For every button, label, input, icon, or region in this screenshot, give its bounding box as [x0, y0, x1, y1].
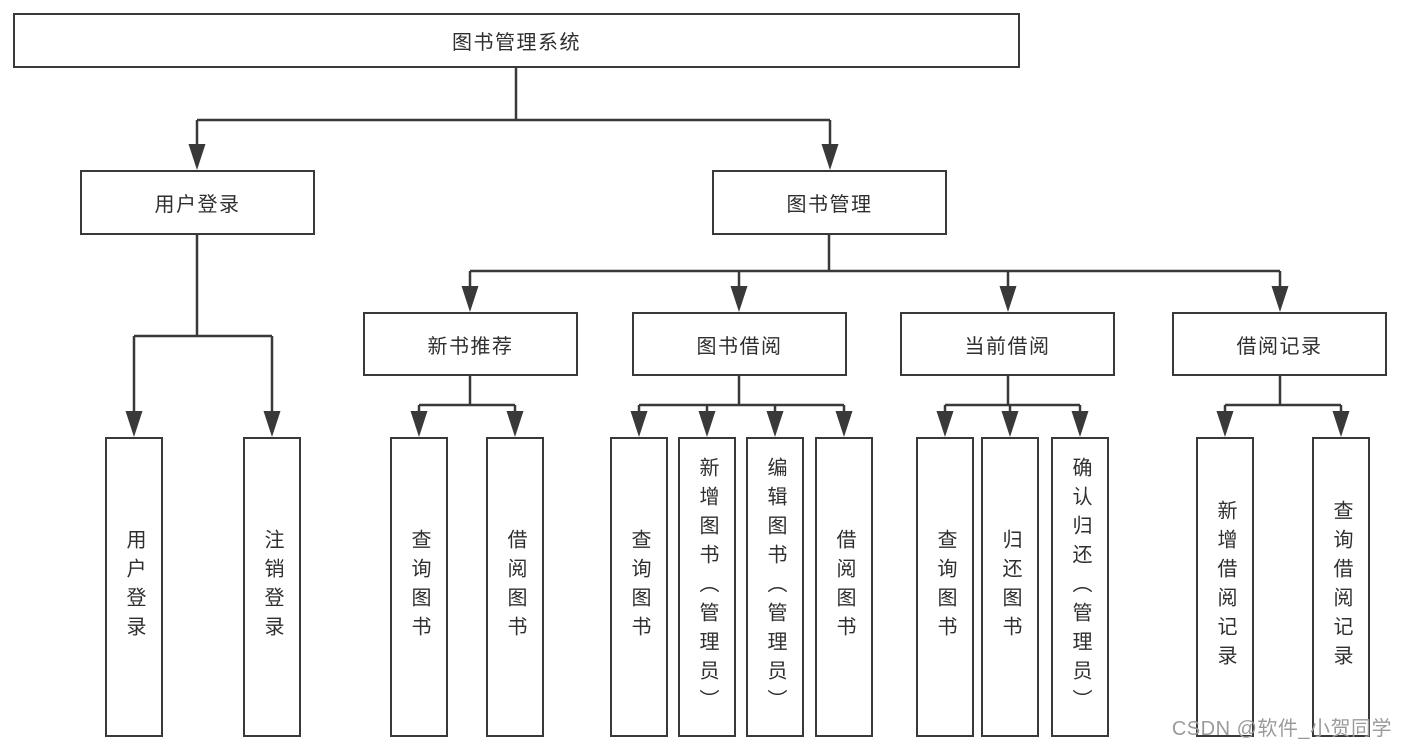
- node-label: 图书借阅: [696, 335, 783, 358]
- connector-user-login-children: [125, 235, 281, 437]
- arrowhead-down-icon: [821, 144, 839, 170]
- node-label: 当前借阅: [964, 335, 1051, 358]
- connector-book-borrowing-children: [630, 376, 853, 437]
- node-label: 查询图书: [934, 529, 956, 645]
- node-label: 新书推荐: [427, 335, 514, 358]
- arrowhead-down-icon: [461, 286, 479, 312]
- connector-book-management-children: [461, 235, 1289, 312]
- connector-borrowing-records-children: [1216, 376, 1350, 437]
- node-label: 图书管理系统: [452, 32, 581, 54]
- node-label: 注销登录: [261, 529, 283, 645]
- arrowhead-down-icon: [125, 411, 143, 437]
- connector-root-to-level2: [188, 68, 839, 170]
- leaf-user-login: 用户登录: [105, 437, 163, 737]
- node-label: 查询借阅记录: [1330, 500, 1352, 674]
- leaf-query-books-borrowing: 查询图书: [610, 437, 668, 737]
- leaf-add-borrow-record: 新增借阅记录: [1196, 437, 1254, 737]
- leaf-confirm-return-admin: 确认归还（管理员）: [1051, 437, 1109, 737]
- leaf-borrow-books-recommend: 借阅图书: [486, 437, 544, 737]
- arrowhead-down-icon: [1071, 411, 1089, 437]
- connector-new-book-recommendation-children: [410, 376, 524, 437]
- leaf-query-books-recommend: 查询图书: [390, 437, 448, 737]
- node-label: 图书管理: [786, 194, 873, 216]
- leaf-return-books: 归还图书: [981, 437, 1039, 737]
- arrowhead-down-icon: [410, 411, 428, 437]
- leaf-borrow-books-borrowing: 借阅图书: [815, 437, 873, 737]
- arrowhead-down-icon: [1216, 411, 1234, 437]
- arrowhead-down-icon: [835, 411, 853, 437]
- leaf-add-books-admin: 新增图书（管理员）: [678, 437, 736, 737]
- csdn-watermark: CSDN @软件_小贺同学: [1171, 718, 1392, 740]
- node-book-management: 图书管理: [712, 170, 947, 235]
- arrowhead-down-icon: [188, 144, 206, 170]
- connector-current-borrowing-children: [936, 376, 1089, 437]
- arrowhead-down-icon: [936, 411, 954, 437]
- node-label: 借阅图书: [504, 529, 526, 645]
- arrowhead-down-icon: [506, 411, 524, 437]
- node-book-borrowing: 图书借阅: [632, 312, 847, 376]
- node-label: 查询图书: [408, 529, 430, 645]
- leaf-query-borrow-record: 查询借阅记录: [1312, 437, 1370, 737]
- node-label: 编辑图书（管理员）: [764, 456, 786, 718]
- node-label: 查询图书: [628, 529, 650, 645]
- node-borrowing-records: 借阅记录: [1172, 312, 1387, 376]
- leaf-query-books-current: 查询图书: [916, 437, 974, 737]
- arrowhead-down-icon: [263, 411, 281, 437]
- node-label: 用户登录: [123, 529, 145, 645]
- node-current-borrowing: 当前借阅: [900, 312, 1115, 376]
- node-label: 新增借阅记录: [1214, 500, 1236, 674]
- arrowhead-down-icon: [698, 411, 716, 437]
- arrowhead-down-icon: [1001, 411, 1019, 437]
- leaf-edit-books-admin: 编辑图书（管理员）: [746, 437, 804, 737]
- node-library-system-root: 图书管理系统: [13, 13, 1020, 68]
- arrowhead-down-icon: [730, 286, 748, 312]
- arrowhead-down-icon: [999, 286, 1017, 312]
- node-label: 借阅记录: [1236, 335, 1323, 358]
- node-label: 用户登录: [154, 194, 241, 216]
- node-label: 借阅图书: [833, 529, 855, 645]
- node-label: 归还图书: [999, 529, 1021, 645]
- arrowhead-down-icon: [630, 411, 648, 437]
- node-user-login: 用户登录: [80, 170, 315, 235]
- arrowhead-down-icon: [766, 411, 784, 437]
- node-new-book-recommendation: 新书推荐: [363, 312, 578, 376]
- leaf-logout-login: 注销登录: [243, 437, 301, 737]
- node-label: 新增图书（管理员）: [696, 456, 718, 718]
- arrowhead-down-icon: [1332, 411, 1350, 437]
- node-label: 确认归还（管理员）: [1069, 456, 1091, 718]
- arrowhead-down-icon: [1271, 286, 1289, 312]
